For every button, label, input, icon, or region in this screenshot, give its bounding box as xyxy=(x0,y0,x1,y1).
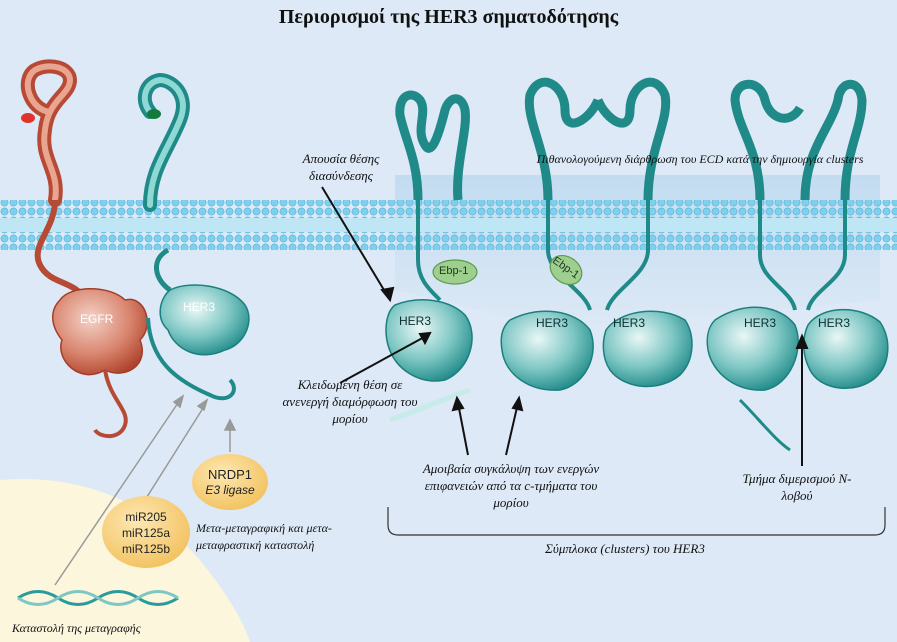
clusters-label: Σύμπλοκα (clusters) του HER3 xyxy=(545,541,705,556)
post-transcriptional-label: Μετα-μεταγραφική και μετα-μεταφραστική κ… xyxy=(196,521,332,552)
cluster-bracket xyxy=(387,507,886,536)
her3-label-2: HER3 xyxy=(536,316,569,330)
egfr-label: EGFR xyxy=(80,312,114,326)
nrdp1-title: NRDP1 xyxy=(207,467,253,482)
mirna-3: miR125b xyxy=(121,542,171,556)
her3-cluster-center xyxy=(500,77,693,391)
page-title: Περιορισμοί της HER3 σηματοδότησης xyxy=(278,6,619,28)
cell-membrane xyxy=(0,200,897,250)
her3-monomer xyxy=(137,72,250,401)
mirna-1: miR205 xyxy=(125,510,167,524)
regulation-arrows xyxy=(54,394,237,586)
her3-label-3: HER3 xyxy=(613,316,646,330)
ebp1-center xyxy=(549,254,583,286)
mirna-bubble xyxy=(102,496,190,568)
nrdp1-bubble xyxy=(192,454,268,510)
mutual-overlap-label: Αμοιβαία συγκάλυψη των ενεργών επιφανειώ… xyxy=(422,461,600,510)
locked-site-label: Κλειδωμένη θέση σε ανενεργή διαμόρφωση τ… xyxy=(282,377,418,426)
her3-cluster-left xyxy=(385,90,473,423)
no-crosslink-label: Απουσία θέσης διασύνδεσης xyxy=(302,151,380,183)
transcription-repression-label: Καταστολή της μεταγραφής xyxy=(12,621,141,635)
her3-label-1: HER3 xyxy=(399,314,432,328)
ebp1-left xyxy=(432,259,478,285)
her3-label-5: HER3 xyxy=(818,316,851,330)
her3-cluster-right xyxy=(706,79,889,452)
egfr-receptor xyxy=(20,59,148,439)
dna-helix xyxy=(17,590,179,606)
her3-monomer-label: HER3 xyxy=(183,300,216,314)
dimerization-label: Τμήμα διμερισμού N-λοβού xyxy=(742,471,852,503)
mirna-2: miR125a xyxy=(121,526,171,540)
ebp1-label-left: Ebp-1 xyxy=(439,265,469,277)
her3-label-4: HER3 xyxy=(744,316,777,330)
ecd-arrangement-label: Πιθανολογούμενη διάρθρωση του ECD κατά τ… xyxy=(536,152,864,166)
nrdp1-subtitle: E3 ligase xyxy=(205,483,255,497)
annotation-arrows xyxy=(321,186,809,466)
